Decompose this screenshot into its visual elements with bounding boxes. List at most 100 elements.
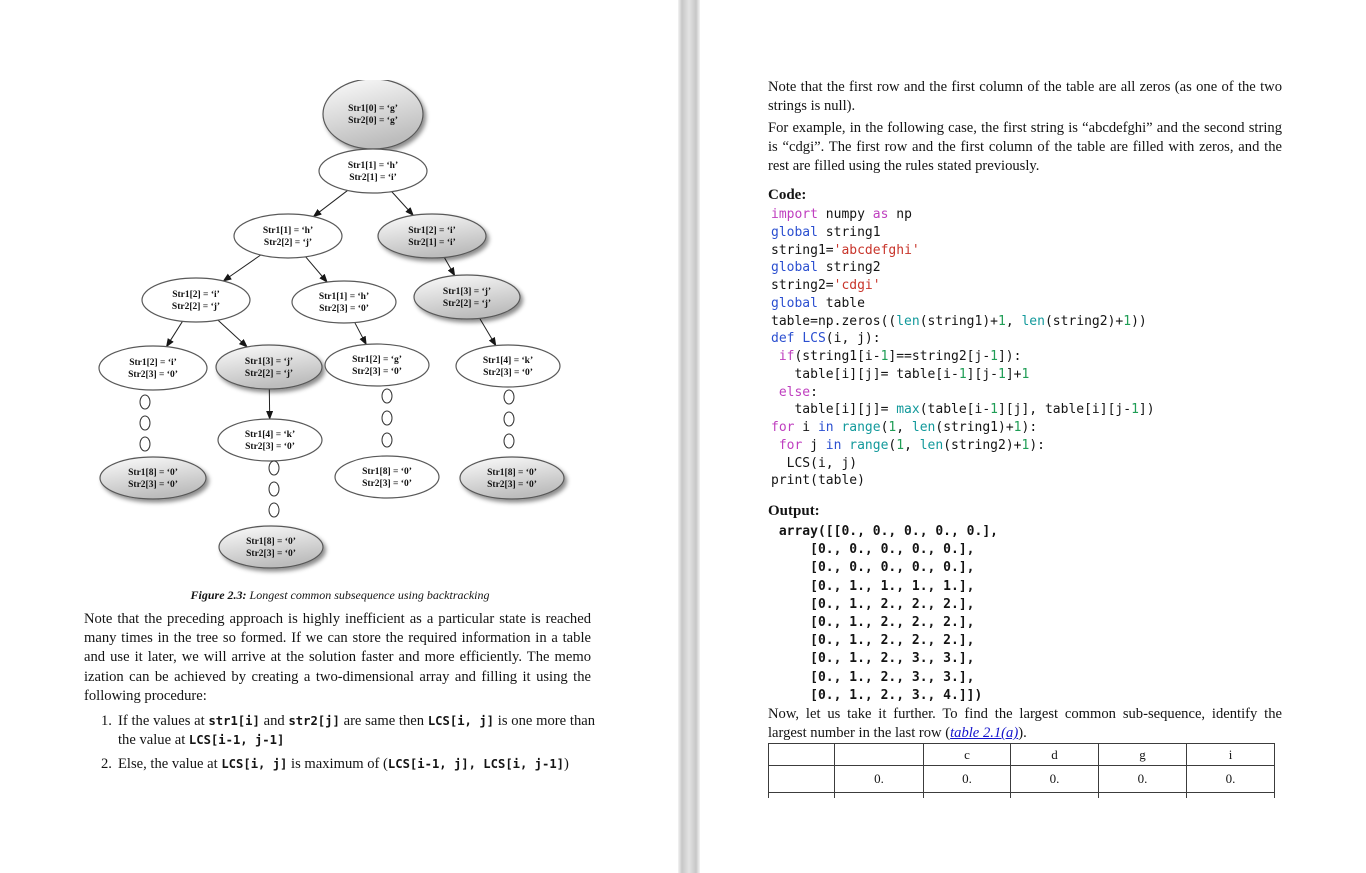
code-line: for i in range(1, len(string1)+1):	[771, 420, 1038, 435]
output-line: [0., 1., 2., 2., 2.],	[771, 633, 975, 649]
code-line: global string1	[771, 224, 881, 240]
code-line: print(table)	[771, 473, 865, 489]
output-line: [0., 0., 0., 0., 0.],	[771, 542, 975, 558]
paragraph-zeros-note: Note that the first row and the first co…	[768, 79, 1282, 115]
tree-node-line1: Str1[3] = ‘j’	[245, 356, 293, 367]
ellipsis-dot	[503, 433, 515, 449]
table-cell	[768, 743, 835, 766]
table-cell: 0.	[1186, 765, 1275, 793]
table-cell: 0.	[1010, 765, 1099, 793]
paragraph-example: For example, in the following case, the …	[768, 120, 1282, 175]
tree-node-line2: Str2[3] = ‘0’	[245, 441, 295, 452]
tree-node: Str1[2] = ‘i’Str2[2] = ‘j’	[141, 277, 251, 323]
code-line: string2='cdgi'	[771, 278, 881, 293]
lcs-table-next-row-stub	[768, 792, 1276, 798]
backtracking-tree-figure: Str1[0] = ‘g’Str2[0] = ‘g’Str1[1] = ‘h’S…	[98, 80, 565, 569]
output-block: array([[0., 0., 0., 0., 0.], [0., 0., 0.…	[771, 523, 998, 705]
tree-edge	[443, 257, 456, 277]
page-right: Note that the first row and the first co…	[700, 0, 1366, 873]
ellipsis-dot	[139, 415, 151, 431]
tree-node: Str1[1] = ‘h’Str2[1] = ‘i’	[318, 148, 428, 194]
output-line: [0., 1., 1., 1., 1.],	[771, 578, 975, 594]
ellipsis-dot	[381, 388, 393, 404]
code-line: string1='abcdefghi'	[771, 242, 920, 258]
output-line: [0., 1., 2., 3., 3.],	[771, 669, 975, 685]
tree-node: Str1[2] = ‘g’Str2[3] = ‘0’	[324, 343, 430, 387]
tree-node-line1: Str1[1] = ‘h’	[263, 225, 313, 236]
tree-node-line1: Str1[1] = ‘h’	[348, 160, 398, 171]
code-line: table=np.zeros((len(string1)+1, len(stri…	[771, 313, 1147, 329]
tree-node: Str1[3] = ‘j’Str2[2] = ‘j’	[413, 274, 521, 320]
figure-caption-label: Figure 2.3:	[190, 588, 247, 602]
figure-caption-text: Longest common subsequence using backtra…	[246, 588, 490, 602]
paragraph-further-after: ).	[1018, 725, 1027, 742]
tree-node-line2: Str2[3] = ‘0’	[487, 479, 537, 490]
tree-node-line2: Str2[2] = ‘j’	[443, 298, 491, 309]
code-line: global string2	[771, 260, 881, 276]
tree-node: Str1[8] = ‘0’Str2[3] = ‘0’	[218, 525, 324, 569]
tree-ellipsis-dots	[139, 388, 515, 518]
tree-node: Str1[4] = ‘k’Str2[3] = ‘0’	[217, 418, 323, 462]
tree-edge	[222, 254, 261, 282]
ellipsis-dot	[139, 394, 151, 410]
tree-edge	[391, 191, 414, 217]
tree-node: Str1[8] = ‘0’Str2[3] = ‘0’	[459, 456, 565, 500]
table-cell: 0.	[923, 765, 1011, 793]
ellipsis-dot	[503, 389, 515, 405]
tree-node-line2: Str2[0] = ‘g’	[348, 115, 398, 126]
tree-edge	[165, 321, 183, 348]
tree-node: Str1[1] = ‘h’Str2[2] = ‘j’	[233, 213, 343, 259]
ellipsis-dot	[503, 411, 515, 427]
code-line: import numpy as np	[771, 207, 912, 222]
ellipsis-dot	[381, 432, 393, 448]
tree-node-line1: Str1[2] = ‘g’	[352, 354, 402, 365]
tree-node-line2: Str2[3] = ‘0’	[352, 366, 402, 377]
table-cell: d	[1010, 743, 1099, 766]
table-cell	[768, 765, 835, 793]
tree-node: Str1[8] = ‘0’Str2[3] = ‘0’	[334, 455, 440, 499]
tree-node: Str1[2] = ‘i’Str2[1] = ‘i’	[377, 213, 487, 259]
tree-edges	[165, 190, 497, 421]
output-line: array([[0., 0., 0., 0., 0.],	[771, 524, 998, 539]
paragraph-further-before: Now, let us take it further. To find the…	[768, 706, 1282, 742]
table-cell: 0.	[1098, 765, 1187, 793]
ellipsis-dot	[268, 460, 280, 476]
table-cell	[834, 743, 924, 766]
tree-node: Str1[8] = ‘0’Str2[3] = ‘0’	[99, 456, 207, 500]
figure-caption: Figure 2.3: Longest common subsequence u…	[75, 588, 605, 603]
paragraph-further: Now, let us take it further. To find the…	[768, 705, 1282, 743]
tree-node-line1: Str1[8] = ‘0’	[128, 467, 178, 478]
code-line: else:	[778, 384, 818, 400]
list-item: 1.If the values at str1[i] and str2[j] a…	[101, 712, 595, 750]
tree-node-line1: Str1[1] = ‘h’	[319, 291, 369, 302]
output-line: [0., 1., 2., 2., 2.],	[771, 615, 975, 631]
tree-node-line2: Str2[2] = ‘j’	[172, 301, 220, 312]
ellipsis-dot	[268, 481, 280, 497]
code-block: import numpy as np global string1 string1=…	[771, 206, 1155, 490]
ellipsis-dot	[139, 436, 151, 452]
tree-nodes: Str1[0] = ‘g’Str2[0] = ‘g’Str1[1] = ‘h’S…	[98, 80, 565, 569]
tree-edge	[312, 190, 348, 218]
ellipsis-dot	[268, 502, 280, 518]
output-line: [0., 1., 2., 2., 2.],	[771, 596, 975, 612]
table-cell: i	[1186, 743, 1275, 766]
list-item: 2.Else, the value at LCS[i, j] is maximu…	[101, 755, 595, 774]
tree-node: Str1[4] = ‘k’Str2[3] = ‘0’	[455, 344, 561, 388]
code-line: table[i][j]= max(table[i-1][j], table[i]…	[771, 402, 1155, 418]
output-line: [0., 1., 2., 3., 3.],	[771, 651, 975, 667]
code-line: table[i][j]= table[i-1][j-1]+1	[771, 366, 1030, 382]
table-cell: g	[1098, 743, 1187, 766]
table-row: 0.0.0.0.0.	[768, 765, 1275, 793]
tree-node-line2: Str2[3] = ‘0’	[128, 479, 178, 490]
tree-node-line2: Str2[1] = ‘i’	[349, 172, 397, 183]
list-item-text: Else, the value at LCS[i, j] is maximum …	[118, 756, 569, 773]
tree-node-line2: Str2[3] = ‘0’	[246, 548, 296, 559]
tree-node-line1: Str1[4] = ‘k’	[245, 429, 295, 440]
page-left: Str1[0] = ‘g’Str2[0] = ‘g’Str1[1] = ‘h’S…	[0, 0, 678, 873]
code-heading: Code:	[768, 187, 807, 203]
table-2-1a-link[interactable]: table 2.1(a)	[950, 725, 1019, 742]
tree-node-line1: Str1[8] = ‘0’	[362, 466, 412, 477]
body-paragraph-memoization: Note that the preceding approach is high…	[84, 611, 591, 704]
